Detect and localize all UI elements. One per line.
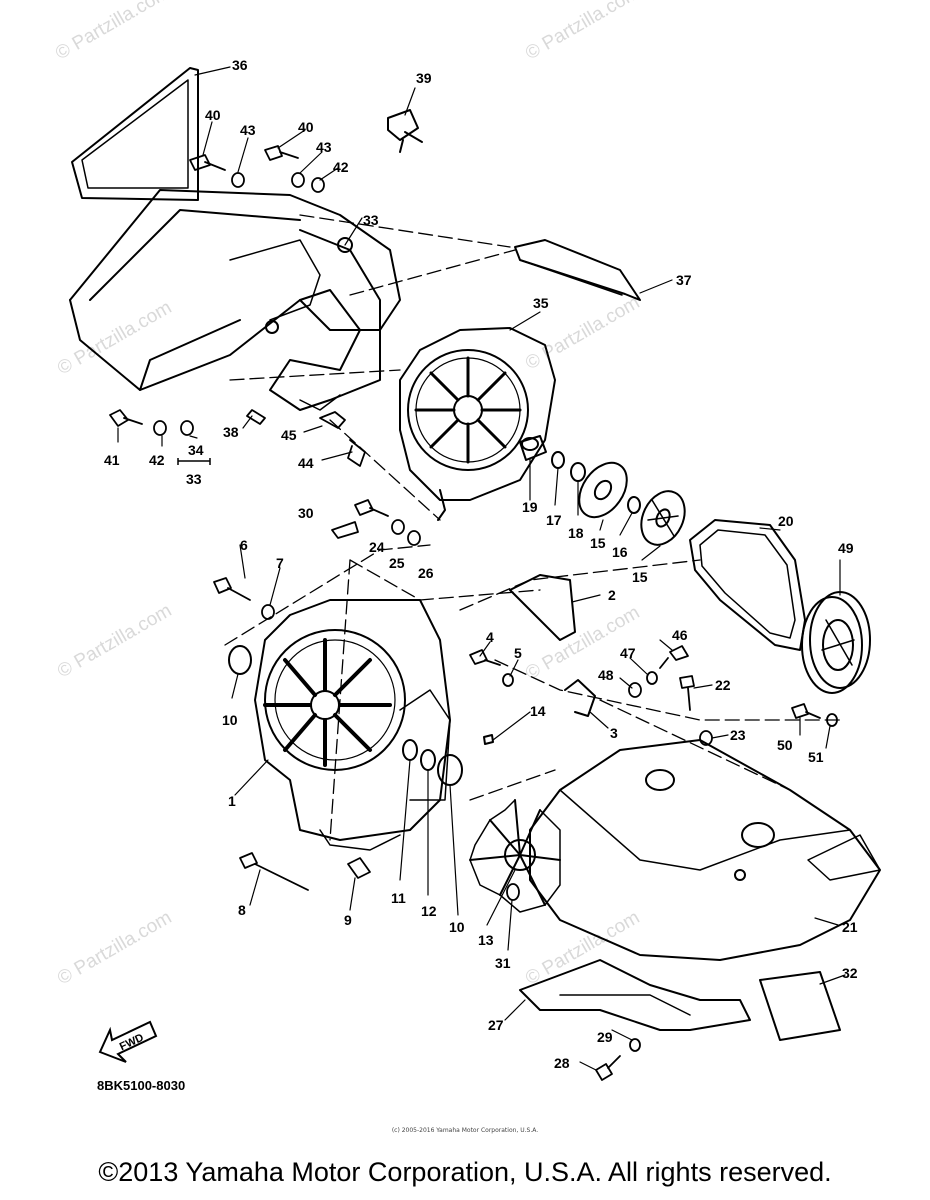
callout-43: 43 xyxy=(316,139,332,155)
callout-31: 31 xyxy=(495,955,511,971)
part-37-cover-strip xyxy=(514,239,641,301)
part-20-belt xyxy=(689,519,806,651)
callout-40: 40 xyxy=(205,107,221,123)
callout-40: 40 xyxy=(298,119,314,135)
watermark: © Partzilla.com xyxy=(52,0,173,64)
callout-48: 48 xyxy=(598,667,614,683)
copyright-footer: ©2013 Yamaha Motor Corporation, U.S.A. A… xyxy=(98,1157,832,1187)
part-17-washer xyxy=(551,451,565,469)
watermark: © Partzilla.com xyxy=(54,600,175,682)
callout-1: 1 xyxy=(228,793,236,809)
watermark: © Partzilla.com xyxy=(522,602,643,684)
callout-6: 6 xyxy=(240,537,248,553)
part-39-clip xyxy=(387,109,423,153)
part-14-key xyxy=(483,734,494,745)
callout-44: 44 xyxy=(298,455,314,471)
callout-33: 33 xyxy=(363,212,379,228)
callout-11: 11 xyxy=(391,890,406,906)
callout-12: 12 xyxy=(421,903,437,919)
watermarks: © Partzilla.com © Partzilla.com © Partzi… xyxy=(52,0,643,989)
callout-17: 17 xyxy=(546,512,562,528)
callout-35: 35 xyxy=(533,295,549,311)
callout-37: 37 xyxy=(676,272,692,288)
part-49-pulley xyxy=(801,591,871,694)
part-code: 8BK5100-8030 xyxy=(97,1078,186,1093)
part-15-pulley-half-upper xyxy=(578,461,628,519)
small-credit: (c) 2005-2016 Yamaha Motor Corporation, … xyxy=(391,1127,539,1134)
callout-28: 28 xyxy=(554,1055,570,1071)
callout-51: 51 xyxy=(808,749,824,765)
part-2-duct xyxy=(509,574,576,641)
callout-20: 20 xyxy=(778,513,794,529)
watermark: © Partzilla.com xyxy=(54,907,175,989)
callout-32: 32 xyxy=(842,965,858,981)
callout-49: 49 xyxy=(838,540,854,556)
callout-14: 14 xyxy=(530,703,546,719)
part-12-washer xyxy=(420,749,436,771)
callout-41: 41 xyxy=(104,452,120,468)
callout-4: 4 xyxy=(486,629,494,645)
callout-46: 46 xyxy=(672,627,688,643)
callout-7: 7 xyxy=(276,555,284,571)
part-19-collar xyxy=(519,435,547,461)
part-11-washer xyxy=(402,739,418,761)
callout-10: 10 xyxy=(449,919,465,935)
callout-10: 10 xyxy=(222,712,238,728)
callout-45: 45 xyxy=(281,427,297,443)
part-16-washer xyxy=(627,496,641,514)
callout-15: 15 xyxy=(590,535,606,551)
callout-26: 26 xyxy=(418,565,434,581)
callout-42: 42 xyxy=(333,159,349,175)
leader-lines xyxy=(117,66,846,1071)
part-15-pulley-half-lower xyxy=(640,490,686,546)
part-35-fan-shroud xyxy=(399,327,556,521)
callout-33: 33 xyxy=(186,471,202,487)
callout-25: 25 xyxy=(389,555,405,571)
part-33-upper-housing xyxy=(69,189,401,411)
callout-42: 42 xyxy=(149,452,165,468)
callout-8: 8 xyxy=(238,902,246,918)
callout-16: 16 xyxy=(612,544,628,560)
callout-47: 47 xyxy=(620,645,636,661)
callout-24: 24 xyxy=(369,539,385,555)
callout-50: 50 xyxy=(777,737,793,753)
callout-3: 3 xyxy=(610,725,618,741)
watermark: © Partzilla.com xyxy=(522,0,643,64)
part-32-pad xyxy=(759,971,841,1041)
callout-34: 34 xyxy=(188,442,204,458)
callout-19: 19 xyxy=(522,499,538,515)
callout-36: 36 xyxy=(232,57,248,73)
callout-22: 22 xyxy=(715,677,731,693)
part-36-cover-plate xyxy=(71,67,199,201)
part-10-seal-left xyxy=(228,645,252,675)
fwd-arrow-icon: FWD xyxy=(98,1020,158,1063)
callout-9: 9 xyxy=(344,912,352,928)
callout-18: 18 xyxy=(568,525,584,541)
part-18-washer xyxy=(570,462,586,482)
callout-38: 38 xyxy=(223,424,239,440)
part-10-seal-right xyxy=(437,754,463,786)
callout-39: 39 xyxy=(416,70,432,86)
part-27-bottom-bracket xyxy=(519,959,751,1031)
callout-5: 5 xyxy=(514,645,522,661)
callout-23: 23 xyxy=(730,727,746,743)
callout-30: 30 xyxy=(298,505,314,521)
callout-13: 13 xyxy=(478,932,494,948)
callout-43: 43 xyxy=(240,122,256,138)
assembly-lines xyxy=(224,214,841,841)
callout-labels: 36 39 40 40 43 43 42 33 37 35 38 45 44 4… xyxy=(104,57,858,1071)
part-3-bracket xyxy=(564,679,596,717)
callout-27: 27 xyxy=(488,1017,504,1033)
callout-29: 29 xyxy=(597,1029,613,1045)
callout-21: 21 xyxy=(842,919,858,935)
callout-15: 15 xyxy=(632,569,648,585)
part-21-lower-cover xyxy=(529,739,881,961)
part-13-impeller xyxy=(469,799,561,913)
callout-2: 2 xyxy=(608,587,616,603)
fasteners xyxy=(109,145,838,1081)
part-1-main-housing xyxy=(254,599,451,851)
